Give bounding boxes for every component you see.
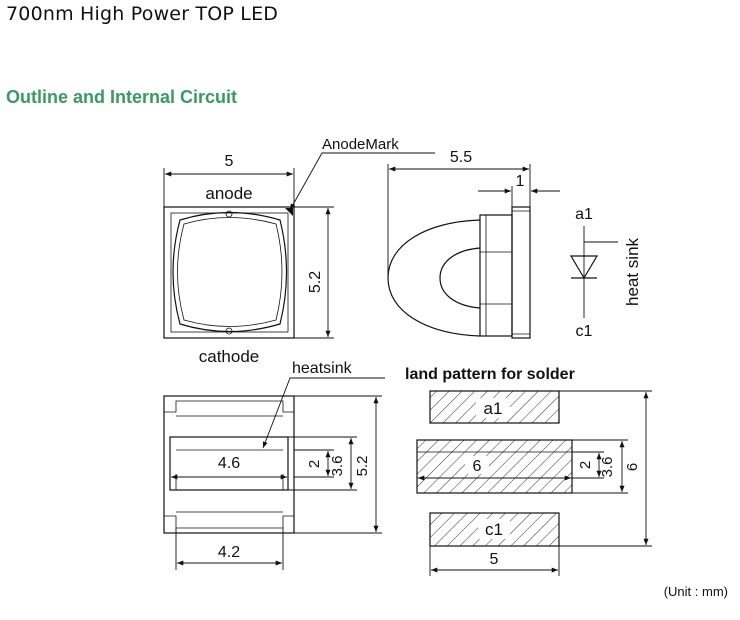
side-lead-dim: 1 [516,173,525,190]
top-view-body [163,206,295,339]
diode-icon [569,255,599,280]
anode-mark-label: AnodeMark [322,136,399,153]
anode-label: anode [205,184,252,203]
page-title: 700nm High Power TOP LED [6,3,279,25]
bottom-view: 4.6 heatsink 4.2 2 3.6 5.2 [163,360,385,570]
section-heading: Outline and Internal Circuit [6,87,238,107]
top-width-dim: 5 [225,153,234,170]
land-pattern: land pattern for solder a1 6 c1 5 2 3.6 … [405,366,652,576]
land-pattern-title: land pattern for solder [405,366,575,383]
unit-note: (Unit : mm) [663,584,728,599]
side-view: 5.5 1 [387,149,560,339]
anode-mark-corner [285,208,293,216]
lens-outline [172,211,288,333]
side-lens [387,219,481,337]
pad-width-dim: 4.2 [218,544,240,561]
cathode-label: cathode [199,347,260,366]
top-view: 5 5.2 anode cathode AnodeMark [163,136,435,366]
heatsink-label: heatsink [292,360,353,377]
land-pad-c1-label: c1 [485,520,503,539]
land-dim-2: 2 [577,461,594,469]
bottom-dim-5-2: 5.2 [354,456,371,477]
bottom-view-body [163,395,295,534]
side-depth-dim: 5.5 [450,149,472,166]
land-pad-center [416,439,573,494]
circuit-heatsink-label: heat sink [623,237,642,306]
land-pad-a1-label: a1 [484,399,503,418]
top-height-dim: 5.2 [307,271,324,293]
bottom-dim-2: 2 [306,460,323,468]
circuit-anode-pin: a1 [575,206,593,223]
heatsink-pad [169,436,289,491]
bottom-dim-3-6: 3.6 [329,456,346,477]
circuit-cathode-pin: c1 [576,323,593,340]
land-width-dim: 5 [490,551,499,568]
heatsink-width-dim: 4.6 [218,455,240,472]
land-dim-6: 6 [624,463,641,471]
land-dim-3-6: 3.6 [599,457,616,478]
land-pad-center-label: 6 [473,458,482,475]
internal-circuit: a1 c1 heat sink [569,206,642,340]
